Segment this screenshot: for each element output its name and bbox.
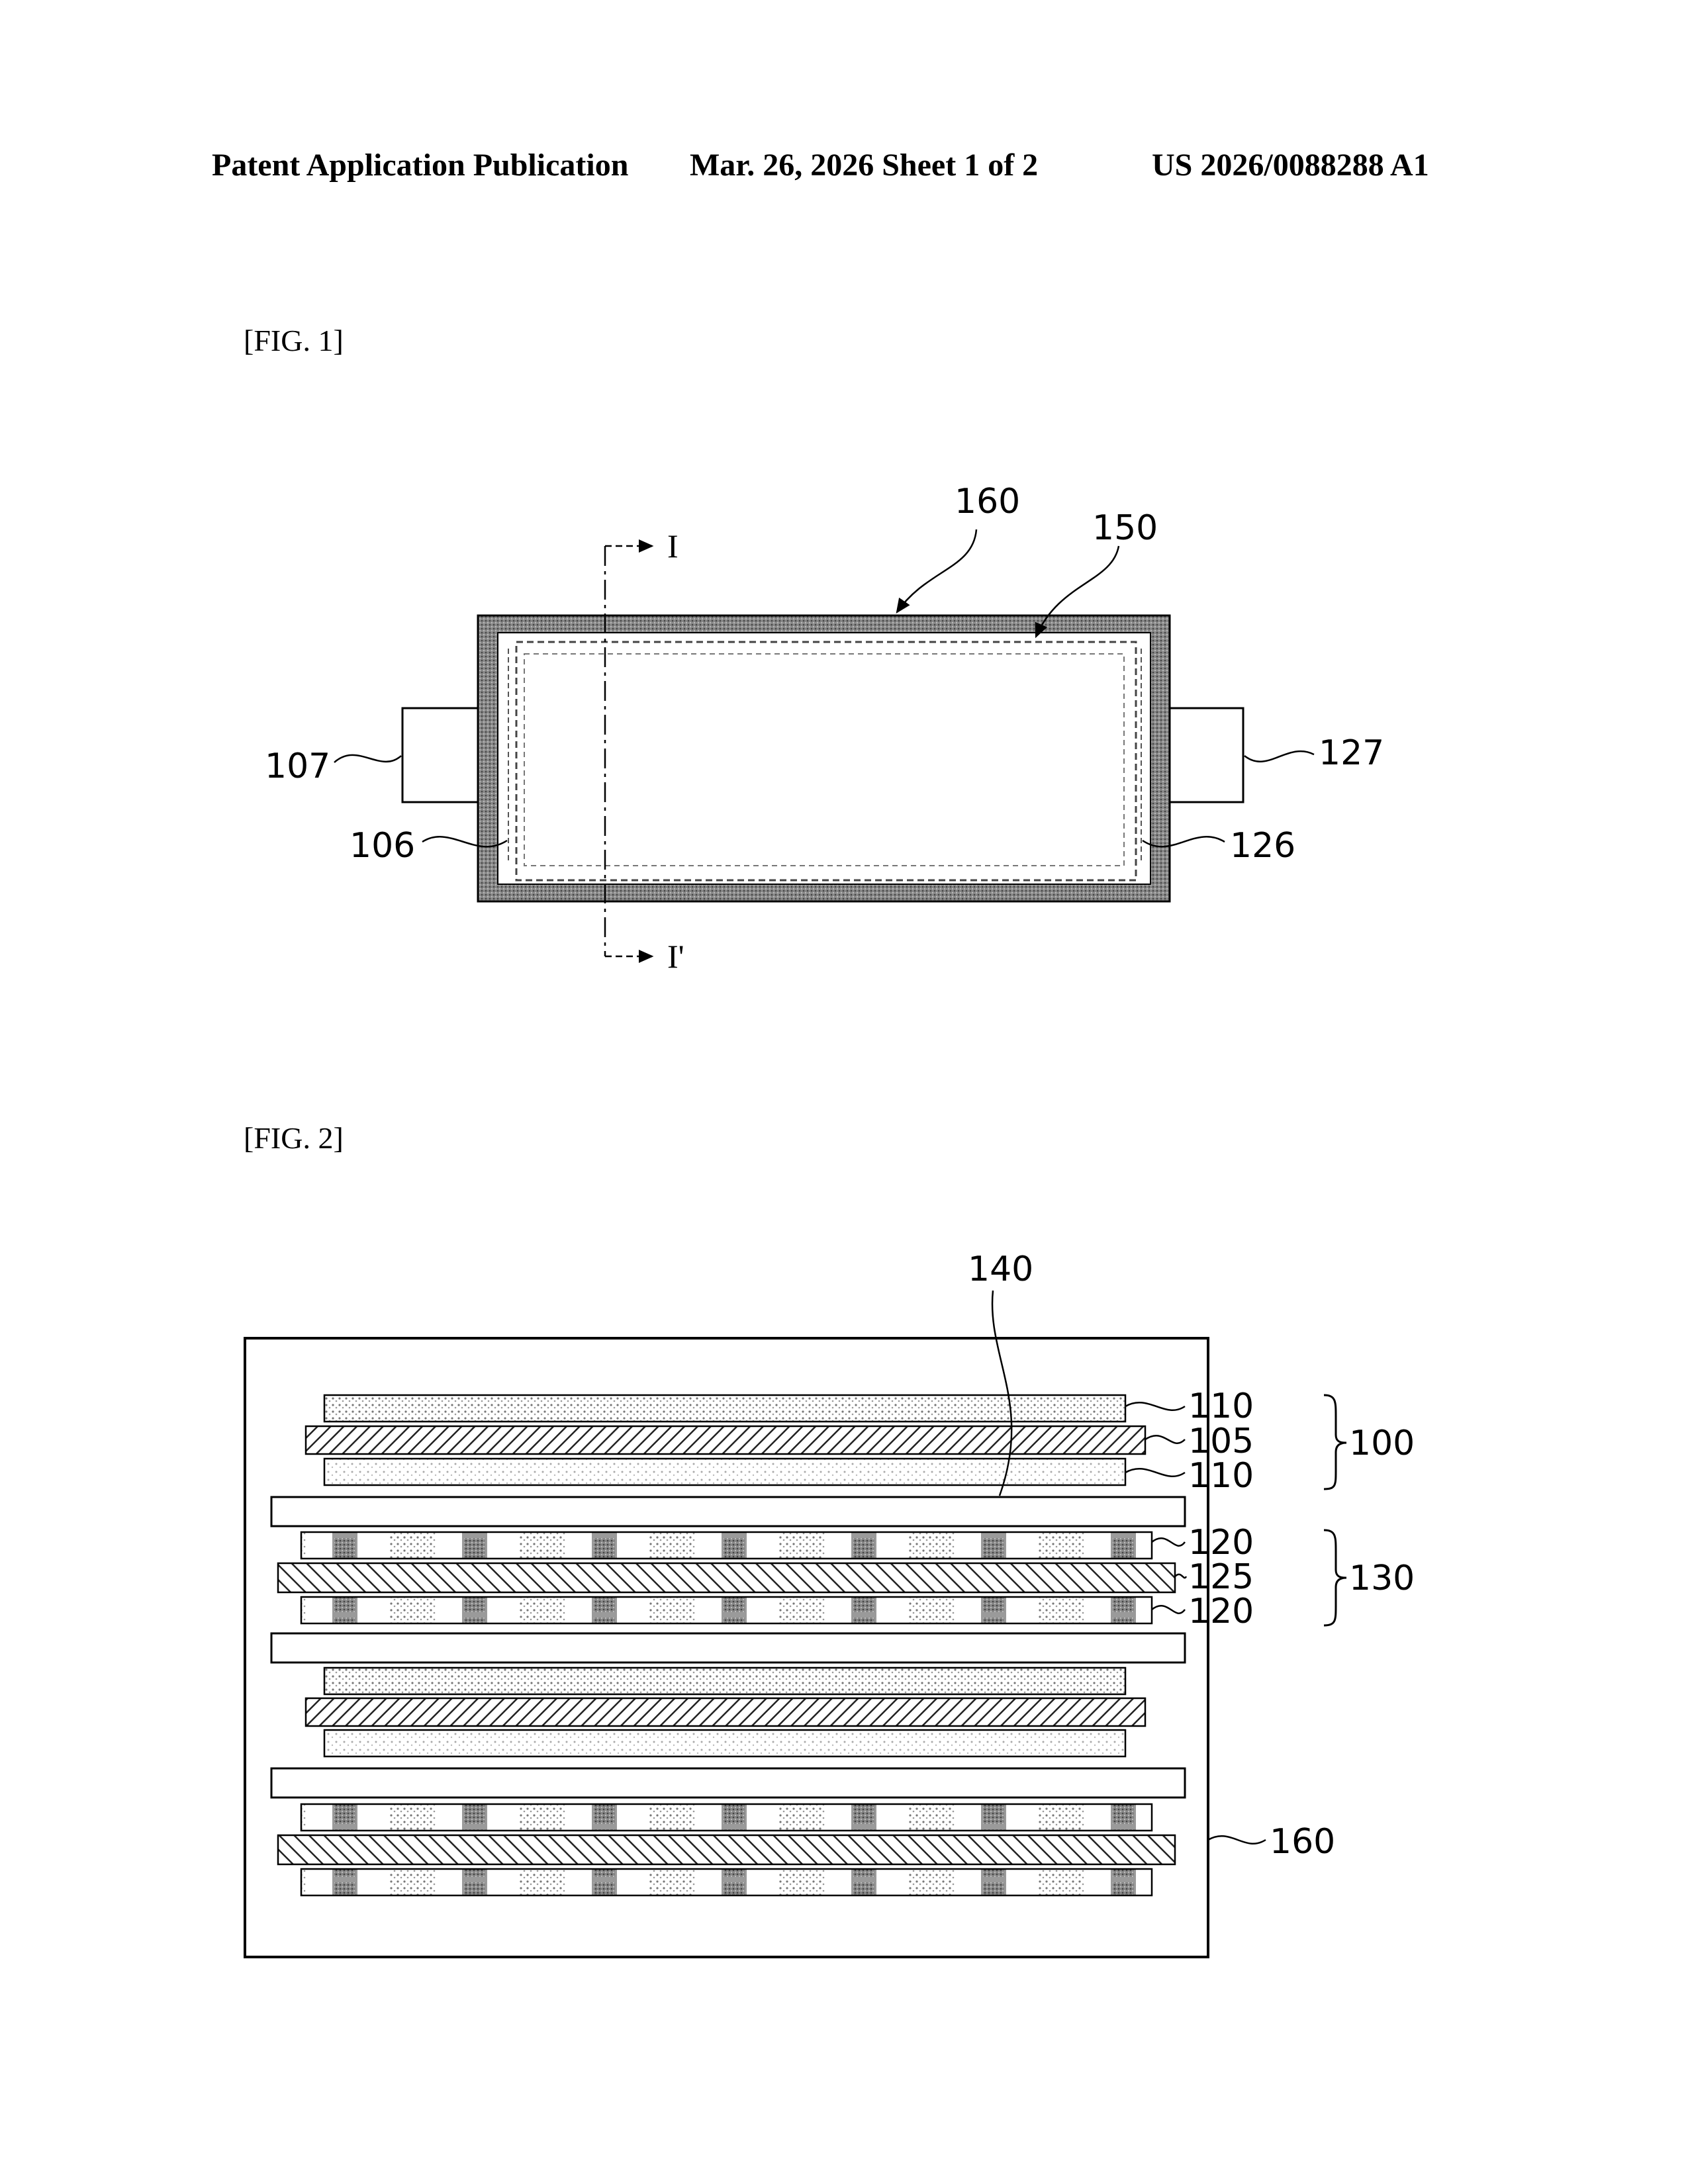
case-inner-wall (498, 633, 1150, 884)
layer-120-bottom (301, 1597, 1152, 1623)
layer-110-repeat-top (324, 1668, 1125, 1694)
separator-140-a (271, 1497, 1185, 1526)
separator-c (271, 1768, 1185, 1797)
header-date-sheet: Mar. 26, 2026 Sheet 1 of 2 (690, 148, 1038, 183)
fig1-label: [FIG. 1] (244, 324, 344, 357)
ref-125: 125 (1188, 1557, 1254, 1597)
section-label-bottom: I' (667, 938, 684, 975)
ref-110-top: 110 (1188, 1387, 1254, 1426)
ref-107: 107 (265, 747, 330, 786)
ref-160-section: 160 (1270, 1822, 1335, 1862)
layer-110-repeat-bottom (324, 1730, 1125, 1756)
layer-125-repeat (278, 1835, 1175, 1864)
layer-125 (278, 1563, 1175, 1592)
ref-120-bottom: 120 (1188, 1592, 1254, 1631)
tab-107 (402, 708, 481, 802)
fig2-cross-section: 140 110 105 110 100 120 125 120 130 160 (245, 1250, 1415, 1957)
layer-105-repeat (306, 1698, 1145, 1726)
layer-110-top (324, 1395, 1125, 1422)
ref-130: 130 (1349, 1559, 1415, 1598)
header-publication-title: Patent Application Publication (212, 148, 628, 183)
ref-120-top: 120 (1188, 1523, 1254, 1563)
ref-160: 160 (955, 482, 1020, 522)
layer-110-bottom (324, 1459, 1125, 1485)
ref-105: 105 (1188, 1422, 1254, 1461)
ref-100: 100 (1349, 1424, 1415, 1463)
header-publication-number: US 2026/0088288 A1 (1152, 148, 1429, 183)
layer-105 (306, 1426, 1145, 1454)
fig1-battery-plan-view: I I' 160 150 107 106 127 126 (265, 482, 1384, 975)
leader-160 (897, 529, 976, 612)
ref-126: 126 (1230, 826, 1295, 866)
leader-160-section (1208, 1836, 1266, 1844)
section-label-top: I (667, 527, 679, 565)
layer-120-repeat-bottom (301, 1869, 1152, 1895)
layer-120-repeat-top (301, 1804, 1152, 1831)
layer-120-top (301, 1532, 1152, 1559)
tab-127 (1165, 708, 1243, 802)
ref-150: 150 (1092, 508, 1158, 548)
fig2-label: [FIG. 2] (244, 1121, 344, 1155)
ref-110-bottom: 110 (1188, 1456, 1254, 1496)
ref-106: 106 (350, 826, 415, 866)
separator-b (271, 1633, 1185, 1662)
brace-100 (1324, 1395, 1346, 1489)
ref-140: 140 (968, 1250, 1033, 1289)
brace-130 (1324, 1530, 1346, 1625)
leader-127 (1244, 751, 1314, 762)
leader-107 (334, 755, 401, 762)
ref-127: 127 (1319, 733, 1384, 773)
